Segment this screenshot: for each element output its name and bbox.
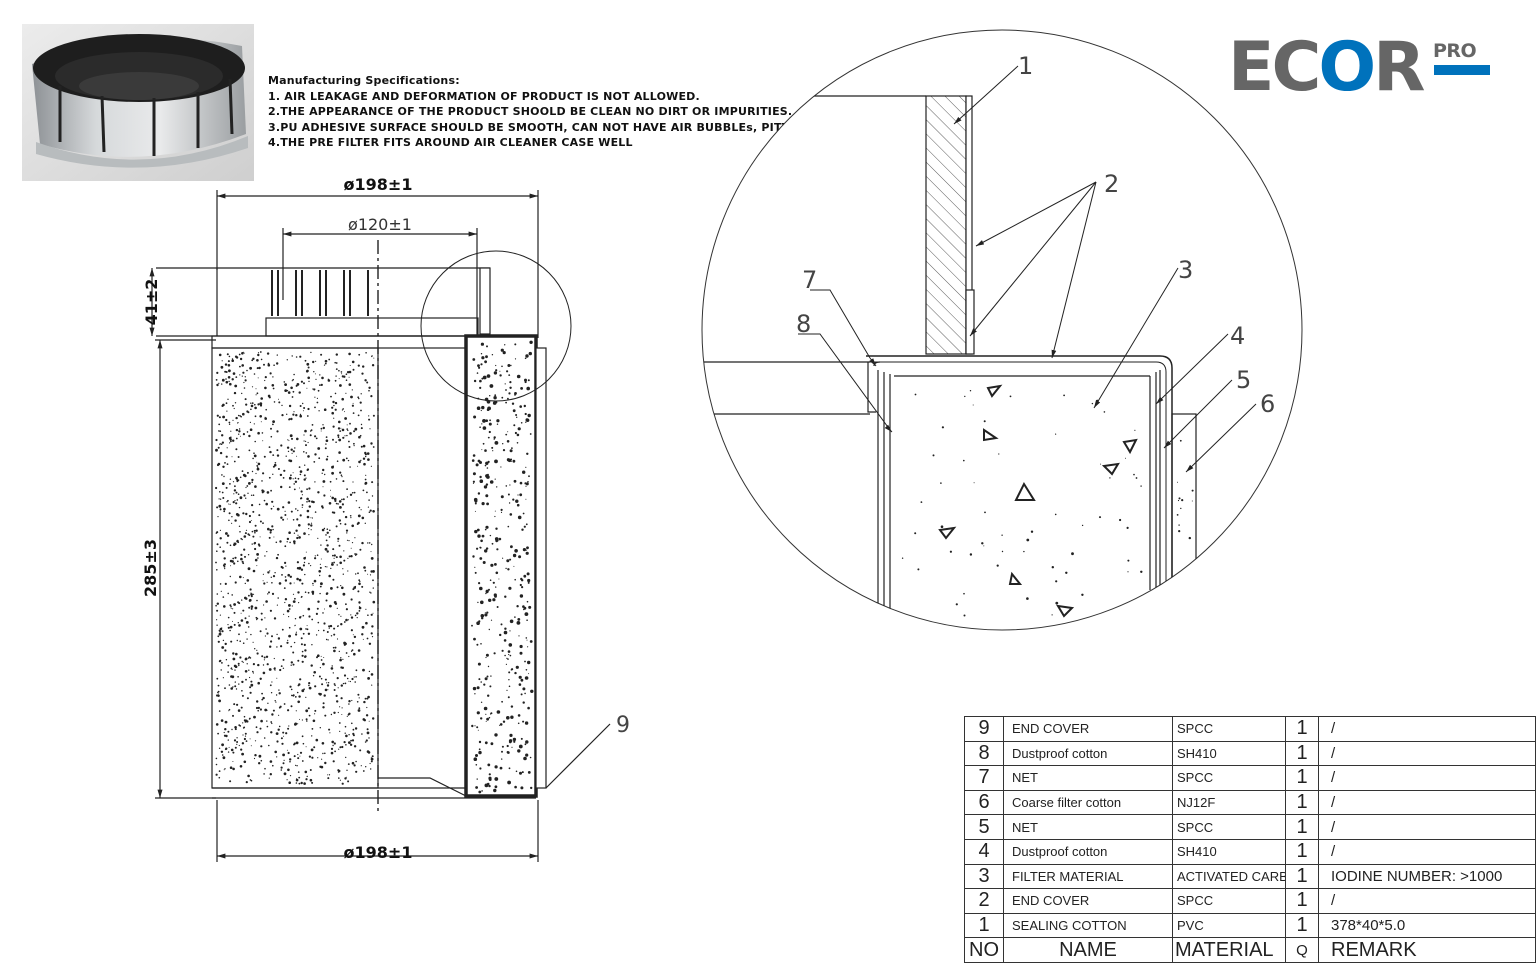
carbon-granules [938, 384, 1138, 618]
bom-cell-material: SH410 [1172, 838, 1286, 865]
bom-cell-no: 3 [964, 863, 1004, 890]
dim-top-diameter: ø198±1 [344, 175, 413, 194]
dim-bottom-diameter: ø198±1 [344, 843, 413, 862]
bom-cell-name: NET [1003, 814, 1173, 840]
bom-header-material: MATERIAL [1172, 937, 1286, 963]
bom-cell-no: 6 [964, 789, 1004, 816]
dim-top-height: 41±2 [142, 279, 161, 326]
bom-cell-no: 7 [964, 765, 1004, 791]
bom-cell-no: 4 [964, 838, 1004, 865]
bom-cell-remark: IODINE NUMBER: >1000 [1318, 863, 1536, 890]
bom-cell-name: FILTER MATERIAL [1003, 863, 1173, 890]
logo-underline [1434, 65, 1490, 75]
filter-section-drawing: ø198±1 ø120±1 ø198±1 41±2 285±3 9 [141, 175, 630, 862]
callout-5: 5 [1236, 366, 1251, 394]
bom-cell-material: SPCC [1172, 765, 1286, 791]
bom-header-q: Q [1285, 937, 1319, 963]
bom-cell-remark: / [1318, 765, 1536, 791]
spec-item: 2.THE APPEARANCE OF THE PRODUCT SHOOLD B… [268, 105, 793, 119]
bom-cell-q: 1 [1285, 814, 1319, 840]
dim-inner-diameter: ø120±1 [348, 215, 412, 234]
callout-9: 9 [616, 713, 630, 738]
spec-item: 4.THE PRE FILTER FITS AROUND AIR CLEANER… [268, 136, 633, 150]
bom-header-remark: REMARK [1318, 937, 1536, 963]
bom-cell-q: 1 [1285, 838, 1319, 865]
dim-height: 285±3 [141, 539, 160, 597]
bom-cell-no: 5 [964, 814, 1004, 840]
callout-6: 6 [1260, 390, 1275, 418]
bom-cell-material: ACTIVATED CARBON [1172, 863, 1286, 890]
bom-cell-name: Dustproof cotton [1003, 838, 1173, 865]
ecor-pro-logo: ECOR PRO [1228, 28, 1490, 107]
bom-cell-remark: / [1318, 716, 1536, 742]
callout-2: 2 [1104, 170, 1119, 198]
bom-cell-name: END COVER [1003, 716, 1173, 742]
bom-cell-q: 1 [1285, 740, 1319, 767]
bom-cell-name: SEALING COTTON [1003, 912, 1173, 939]
product-photo [22, 24, 254, 181]
bom-cell-q: 1 [1285, 789, 1319, 816]
bom-cell-name: Dustproof cotton [1003, 740, 1173, 767]
callout-4: 4 [1230, 322, 1245, 350]
bom-cell-no: 2 [964, 888, 1004, 914]
bom-cell-no: 9 [964, 716, 1004, 742]
callout-7: 7 [802, 266, 817, 294]
bom-header-no: NO [964, 937, 1004, 963]
bom-cell-no: 1 [964, 912, 1004, 939]
callout-3: 3 [1178, 256, 1193, 284]
spec-item: 1. AIR LEAKAGE AND DEFORMATION OF PRODUC… [268, 89, 700, 103]
bom-header-name: NAME [1003, 937, 1173, 963]
bom-cell-material: SH410 [1172, 740, 1286, 767]
bom-cell-name: END COVER [1003, 888, 1173, 914]
bom-cell-material: PVC [1172, 912, 1286, 939]
bom-cell-remark: / [1318, 789, 1536, 816]
bom-cell-q: 1 [1285, 863, 1319, 890]
carbon-texture [471, 340, 534, 794]
bom-cell-remark: / [1318, 838, 1536, 865]
bom-cell-material: NJ12F [1172, 789, 1286, 816]
bom-cell-material: SPCC [1172, 888, 1286, 914]
bom-cell-q: 1 [1285, 765, 1319, 791]
bom-cell-remark: / [1318, 814, 1536, 840]
bom-cell-material: SPCC [1172, 814, 1286, 840]
bom-cell-q: 1 [1285, 716, 1319, 742]
bom-cell-material: SPCC [1172, 716, 1286, 742]
logo-text: ECOR [1228, 28, 1426, 107]
logo-suffix: PRO [1433, 40, 1477, 62]
bom-cell-name: NET [1003, 765, 1173, 791]
bom-cell-remark: / [1318, 740, 1536, 767]
callout-8: 8 [796, 310, 811, 338]
callout-1: 1 [1018, 52, 1033, 80]
bom-cell-q: 1 [1285, 888, 1319, 914]
bom-cell-q: 1 [1285, 912, 1319, 939]
foam-texture [215, 351, 376, 785]
bom-cell-no: 8 [964, 740, 1004, 767]
bom-cell-remark: 378*40*5.0 [1318, 912, 1536, 939]
bom-cell-name: Coarse filter cotton [1003, 789, 1173, 816]
specs-title: Manufacturing Specifications: [268, 74, 460, 87]
bom-cell-remark: / [1318, 888, 1536, 914]
